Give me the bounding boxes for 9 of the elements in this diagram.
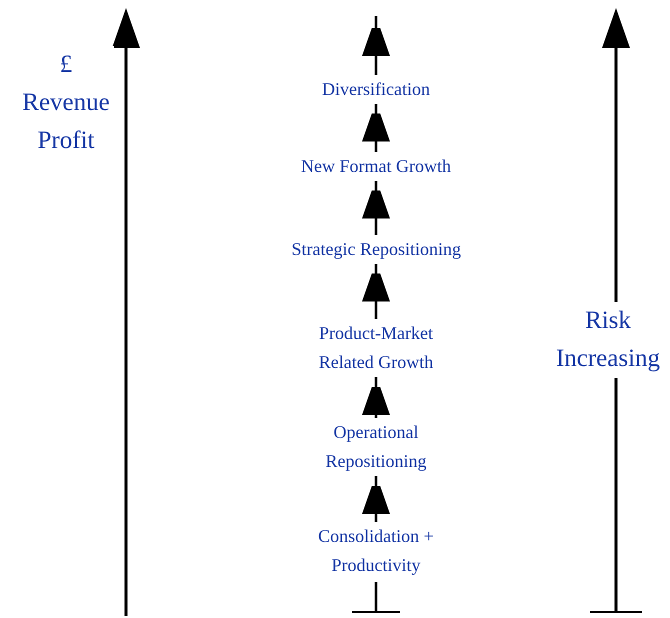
arrow	[362, 16, 390, 76]
stage-label: Diversification	[322, 74, 430, 104]
arrow	[362, 262, 390, 321]
arrow	[362, 375, 390, 420]
stage-label: New Format Growth	[301, 152, 451, 180]
stage-label: Strategic Repositioning	[292, 234, 461, 264]
arrow	[362, 178, 390, 236]
arrow	[362, 102, 390, 154]
arrow	[362, 474, 390, 524]
